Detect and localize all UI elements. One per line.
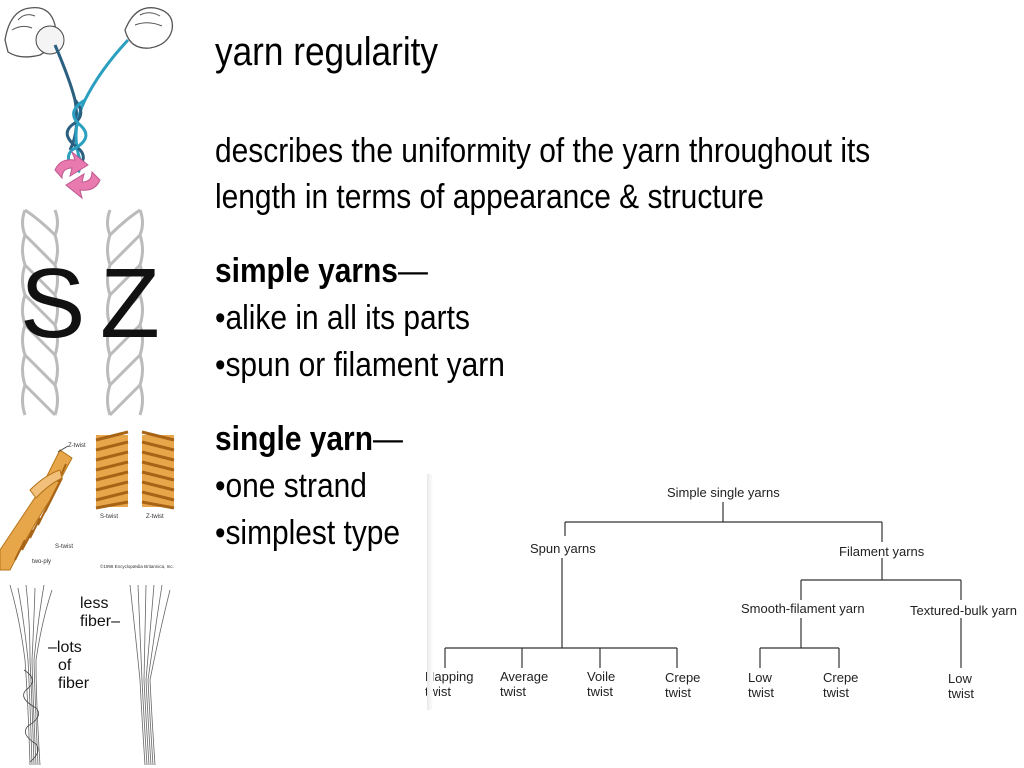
lots-of-fiber-line3: fiber — [58, 675, 90, 692]
britannica-credit: ©1998 Encyclopædia Britannica, Inc. — [100, 563, 174, 569]
section-simple-yarns: simple yarns— •alike in all its parts •s… — [215, 248, 505, 389]
bullet-item: •spun or filament yarn — [215, 346, 505, 384]
section-heading: simple yarns— — [215, 248, 505, 295]
svg-text:less fiber–: less fiber– — [80, 595, 120, 630]
less-fiber-line1: less — [80, 595, 108, 612]
section-single-yarn: single yarn— •one strand •simplest type — [215, 416, 403, 557]
tree-node-spun: Spun yarns — [530, 541, 596, 556]
fiber-strand-illustration: less fiber– –lots of fiber — [0, 580, 180, 768]
tree-node-textured-bulk: Textured-bulk yarn — [910, 603, 1017, 618]
tree-node-filament: Filament yarns — [839, 544, 925, 559]
tree-image-edge — [427, 474, 433, 710]
section-heading-text: single yarn — [215, 420, 373, 458]
yarn-classification-tree: Simple single yarns Spun yarns Filament … — [425, 474, 1024, 710]
section-dash: — — [397, 252, 428, 290]
section-heading: single yarn— — [215, 416, 403, 463]
z-twist-letter: Z — [100, 248, 160, 358]
section-heading-text: simple yarns — [215, 252, 398, 290]
section-dash: — — [372, 420, 403, 458]
tree-node-smooth-filament: Smooth-filament yarn — [741, 601, 865, 616]
tree-node-root: Simple single yarns — [667, 485, 780, 500]
tree-connectors — [444, 502, 962, 668]
z-twist-label: Z-twist — [68, 443, 86, 449]
lots-of-fiber-line1: –lots — [48, 639, 82, 656]
s-z-twist-illustration: S Z — [0, 205, 180, 423]
two-ply-label: two-ply — [32, 559, 51, 565]
s-twist-label: S-twist — [100, 514, 118, 520]
z-twist-label-2: Z-twist — [146, 514, 164, 520]
less-fiber-line2: fiber– — [80, 613, 120, 630]
svg-text:–lots of fiber: –lots of fiber — [48, 639, 90, 692]
slide-description: describes the uniformity of the yarn thr… — [215, 132, 871, 216]
bullet-item: •one strand — [215, 467, 367, 505]
s-twist-strand-label: S-twist — [55, 544, 73, 550]
s-twist-letter: S — [20, 248, 85, 358]
lots-of-fiber-line2: of — [58, 657, 72, 674]
bullet-item: •alike in all its parts — [215, 299, 470, 337]
twisting-hands-illustration — [0, 0, 180, 205]
two-ply-yarn-illustration: Z-twist S-twist two-ply S-twist Z-twist … — [0, 430, 180, 575]
bullet-item: •simplest type — [215, 514, 401, 552]
slide-title: yarn regularity — [215, 30, 439, 74]
